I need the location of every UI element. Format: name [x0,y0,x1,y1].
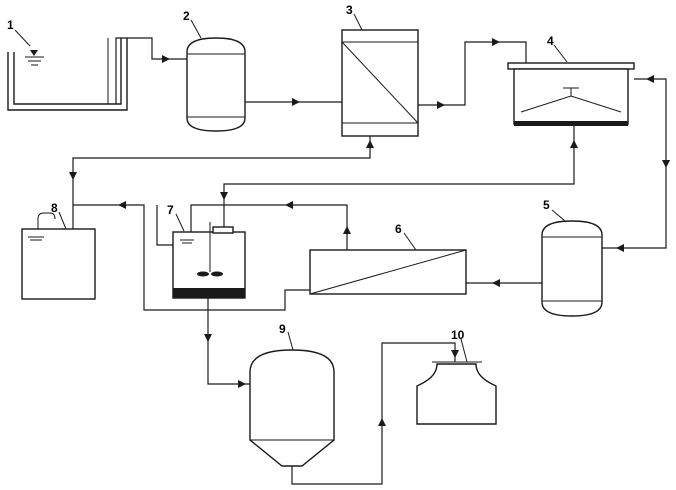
equipment-3-filter-column [341,29,419,137]
label-6: 6 [395,222,402,236]
water-level-icon [25,50,44,66]
agitator-icon [197,271,223,277]
arrow-left-icon [285,201,293,209]
label-5: 5 [543,198,550,212]
arrow-up-icon [570,140,578,148]
arrow-up-icon [366,140,374,148]
equipment-7-reaction-tank [172,222,246,299]
equipment-9-conical-tank [249,349,335,467]
equipment-5-tank [541,220,603,317]
flow-arrows [69,38,670,426]
equipment-4-basin [507,62,635,126]
arrow-right-icon [292,98,300,106]
water-level-icon [28,236,44,241]
arrow-right-icon [238,380,246,388]
arrow-down-icon [662,160,670,168]
water-level-icon [180,239,194,244]
equipment-10-product-tank [416,361,497,425]
equipment-8-storage-tank [21,212,96,300]
arrow-down-icon [69,172,77,180]
arrow-left-icon [492,279,500,287]
arrow-down-icon [220,192,228,200]
label-10: 10 [451,328,465,342]
arrow-up-icon [343,226,351,234]
arrow-left-icon [118,201,126,209]
equipment-2-tank [186,37,246,132]
arrow-left-icon [646,75,654,83]
arrow-right-icon [162,55,170,63]
label-9: 9 [279,322,286,336]
arrow-right-icon [492,38,500,46]
arrow-left-icon [616,244,624,252]
label-3: 3 [346,3,353,17]
label-4: 4 [547,34,554,48]
label-1: 1 [7,18,14,32]
label-2: 2 [183,9,190,23]
leader-lines [14,13,568,363]
arrow-down-icon [204,334,212,342]
arrow-up-icon [378,418,386,426]
equipment-labels: 1 2 3 4 5 6 7 8 9 10 [7,3,554,342]
label-8: 8 [51,201,58,215]
equipment-1-collection-pool [7,38,128,111]
arrow-right-icon [437,101,445,109]
equipment-6-membrane-module [309,249,467,295]
arrow-down-icon [451,350,459,358]
label-7: 7 [167,203,174,217]
